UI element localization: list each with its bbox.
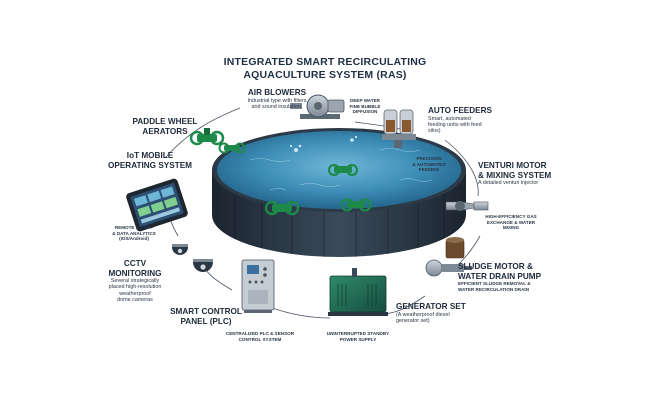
plc-desc-label: CENTRALIZED PLC & SENSOR CONTROL SYSTEM xyxy=(220,331,300,342)
cctv-desc-3: weatherproof xyxy=(119,290,151,297)
iot-mobile-label: IoT MOBILE OPERATING SYSTEM xyxy=(100,151,200,170)
cctv-heading: CCTV MONITORING xyxy=(108,259,162,278)
cctv-desc-4: dome cameras xyxy=(117,297,153,304)
plc-desc-line-1: CENTRALIZED PLC & SENSOR xyxy=(225,331,295,336)
page-title: INTEGRATED SMART RECIRCULATING AQUACULTU… xyxy=(190,56,460,82)
title-line-2: AQUACULTURE SYSTEM (RAS) xyxy=(243,69,407,81)
auto-feeders-desc-3: silos) xyxy=(428,128,441,135)
cctv-label: CCTV MONITORING Several strategically pl… xyxy=(100,259,170,304)
cctv-desc-1: Several strategically xyxy=(110,278,160,284)
tablet-icon xyxy=(126,178,188,232)
plc-desc-line-2: CONTROL SYSTEM xyxy=(238,336,282,342)
air-blower-icon xyxy=(290,94,345,119)
venturi-line-1: VENTURI MOTOR xyxy=(478,161,547,170)
generator-icon xyxy=(328,268,388,316)
deep-water-line-3: DIFFUSION xyxy=(352,109,378,115)
auto-feeders-label: AUTO FEEDERS Smart, automated feeding un… xyxy=(428,106,508,135)
gas-exchange-line-1: HIGH-EFFICIENCY GAS xyxy=(485,214,537,219)
control-panel-icon xyxy=(241,259,275,313)
connection-ring xyxy=(164,107,481,319)
cctv-desc-2: placed high-resolution xyxy=(108,284,162,291)
sludge-desc-1: EFFICIENT SLUDGE REMOVAL & xyxy=(458,281,531,286)
control-panel-label: SMART CONTROL PANEL (PLC) xyxy=(166,307,246,326)
air-blowers-heading: AIR BLOWERS xyxy=(247,88,307,97)
venturi-injector-icon xyxy=(445,201,489,211)
standby-line-2: POWER SUPPLY xyxy=(339,336,377,342)
deep-water-line-2: FINE BUBBLE xyxy=(349,103,381,109)
control-panel-line-2: PANEL (PLC) xyxy=(180,316,232,326)
gas-exchange-label: HIGH-EFFICIENCY GAS EXCHANGE & WATER MIX… xyxy=(476,214,546,231)
deep-water-label: DEEP WATER FINE BUBBLE DIFFUSION xyxy=(340,98,390,115)
gas-exchange-line-3: MIXING xyxy=(502,225,520,231)
air-blowers-label: AIR BLOWERS Industrial type with filters… xyxy=(232,88,322,110)
fish-tank xyxy=(212,128,466,257)
precision-line-2: & AUTOMATED xyxy=(412,161,446,167)
standby-line-1: UNINTERRUPTED STANDBY xyxy=(326,331,390,336)
precision-feeding-label: PRECISION & AUTOMATED FEEDING xyxy=(404,156,454,173)
auto-feeders-desc-1: Smart, automated xyxy=(428,115,471,122)
venturi-line-2: & MIXING SYSTEM xyxy=(478,170,552,180)
sludge-line-2: WATER DRAIN PUMP xyxy=(458,271,542,281)
sludge-label: SLUDGE MOTOR & WATER DRAIN PUMP EFFICIEN… xyxy=(458,262,558,292)
generator-label: GENERATOR SET (A weatherproof diesel gen… xyxy=(396,302,476,324)
sludge-pump-icon xyxy=(425,237,472,277)
standby-power-label: UNINTERRUPTED STANDBY POWER SUPPLY xyxy=(318,331,398,342)
gas-exchange-line-2: EXCHANGE & WATER xyxy=(486,219,536,225)
paddle-wheel-line-2: AERATORS xyxy=(142,126,188,136)
iot-mobile-line-1: IoT MOBILE xyxy=(126,151,174,160)
auto-feeders-heading: AUTO FEEDERS xyxy=(428,106,492,115)
venturi-desc: A detailed venturi injector xyxy=(478,180,539,186)
generator-desc-2: generator set) xyxy=(396,317,430,324)
paddle-wheel-label: PADDLE WHEEL AERATORS xyxy=(120,117,210,136)
remote-app-line-2: & DATA ANALYTICS xyxy=(112,230,156,236)
precision-line-1: PRECISION xyxy=(416,156,442,161)
sludge-line-1: SLUDGE MOTOR & xyxy=(458,262,533,271)
control-panel-line-1: SMART CONTROL xyxy=(170,307,242,316)
deep-water-line-1: DEEP WATER xyxy=(350,98,380,103)
generator-heading: GENERATOR SET xyxy=(396,302,466,311)
paddle-wheel-aerator-icons xyxy=(189,128,372,216)
iot-mobile-line-2: OPERATING SYSTEM xyxy=(107,160,192,170)
title-line-1: INTEGRATED SMART RECIRCULATING xyxy=(223,56,427,68)
venturi-label: VENTURI MOTOR & MIXING SYSTEM A detailed… xyxy=(478,161,568,186)
generator-desc-1: (A weatherproof diesel xyxy=(396,311,450,318)
air-blowers-desc-2: and sound insulation. xyxy=(251,103,303,110)
auto-feeder-icon xyxy=(382,109,416,148)
cctv-camera-icons xyxy=(172,244,213,272)
sludge-desc-2: WATER RECIRCULATION DRAIN xyxy=(458,286,530,292)
remote-app-line-3: (IOS/Android) xyxy=(119,236,149,242)
air-blowers-desc-1: Industrial type with filters xyxy=(247,97,307,104)
precision-line-3: FEEDING xyxy=(418,167,440,173)
remote-app-line-1: REMOTE IoT APP xyxy=(114,225,154,230)
paddle-wheel-line-1: PADDLE WHEEL xyxy=(132,117,198,126)
auto-feeders-desc-2: feeding units with feed xyxy=(428,121,482,128)
remote-app-label: REMOTE IoT APP & DATA ANALYTICS (IOS/And… xyxy=(104,225,164,242)
